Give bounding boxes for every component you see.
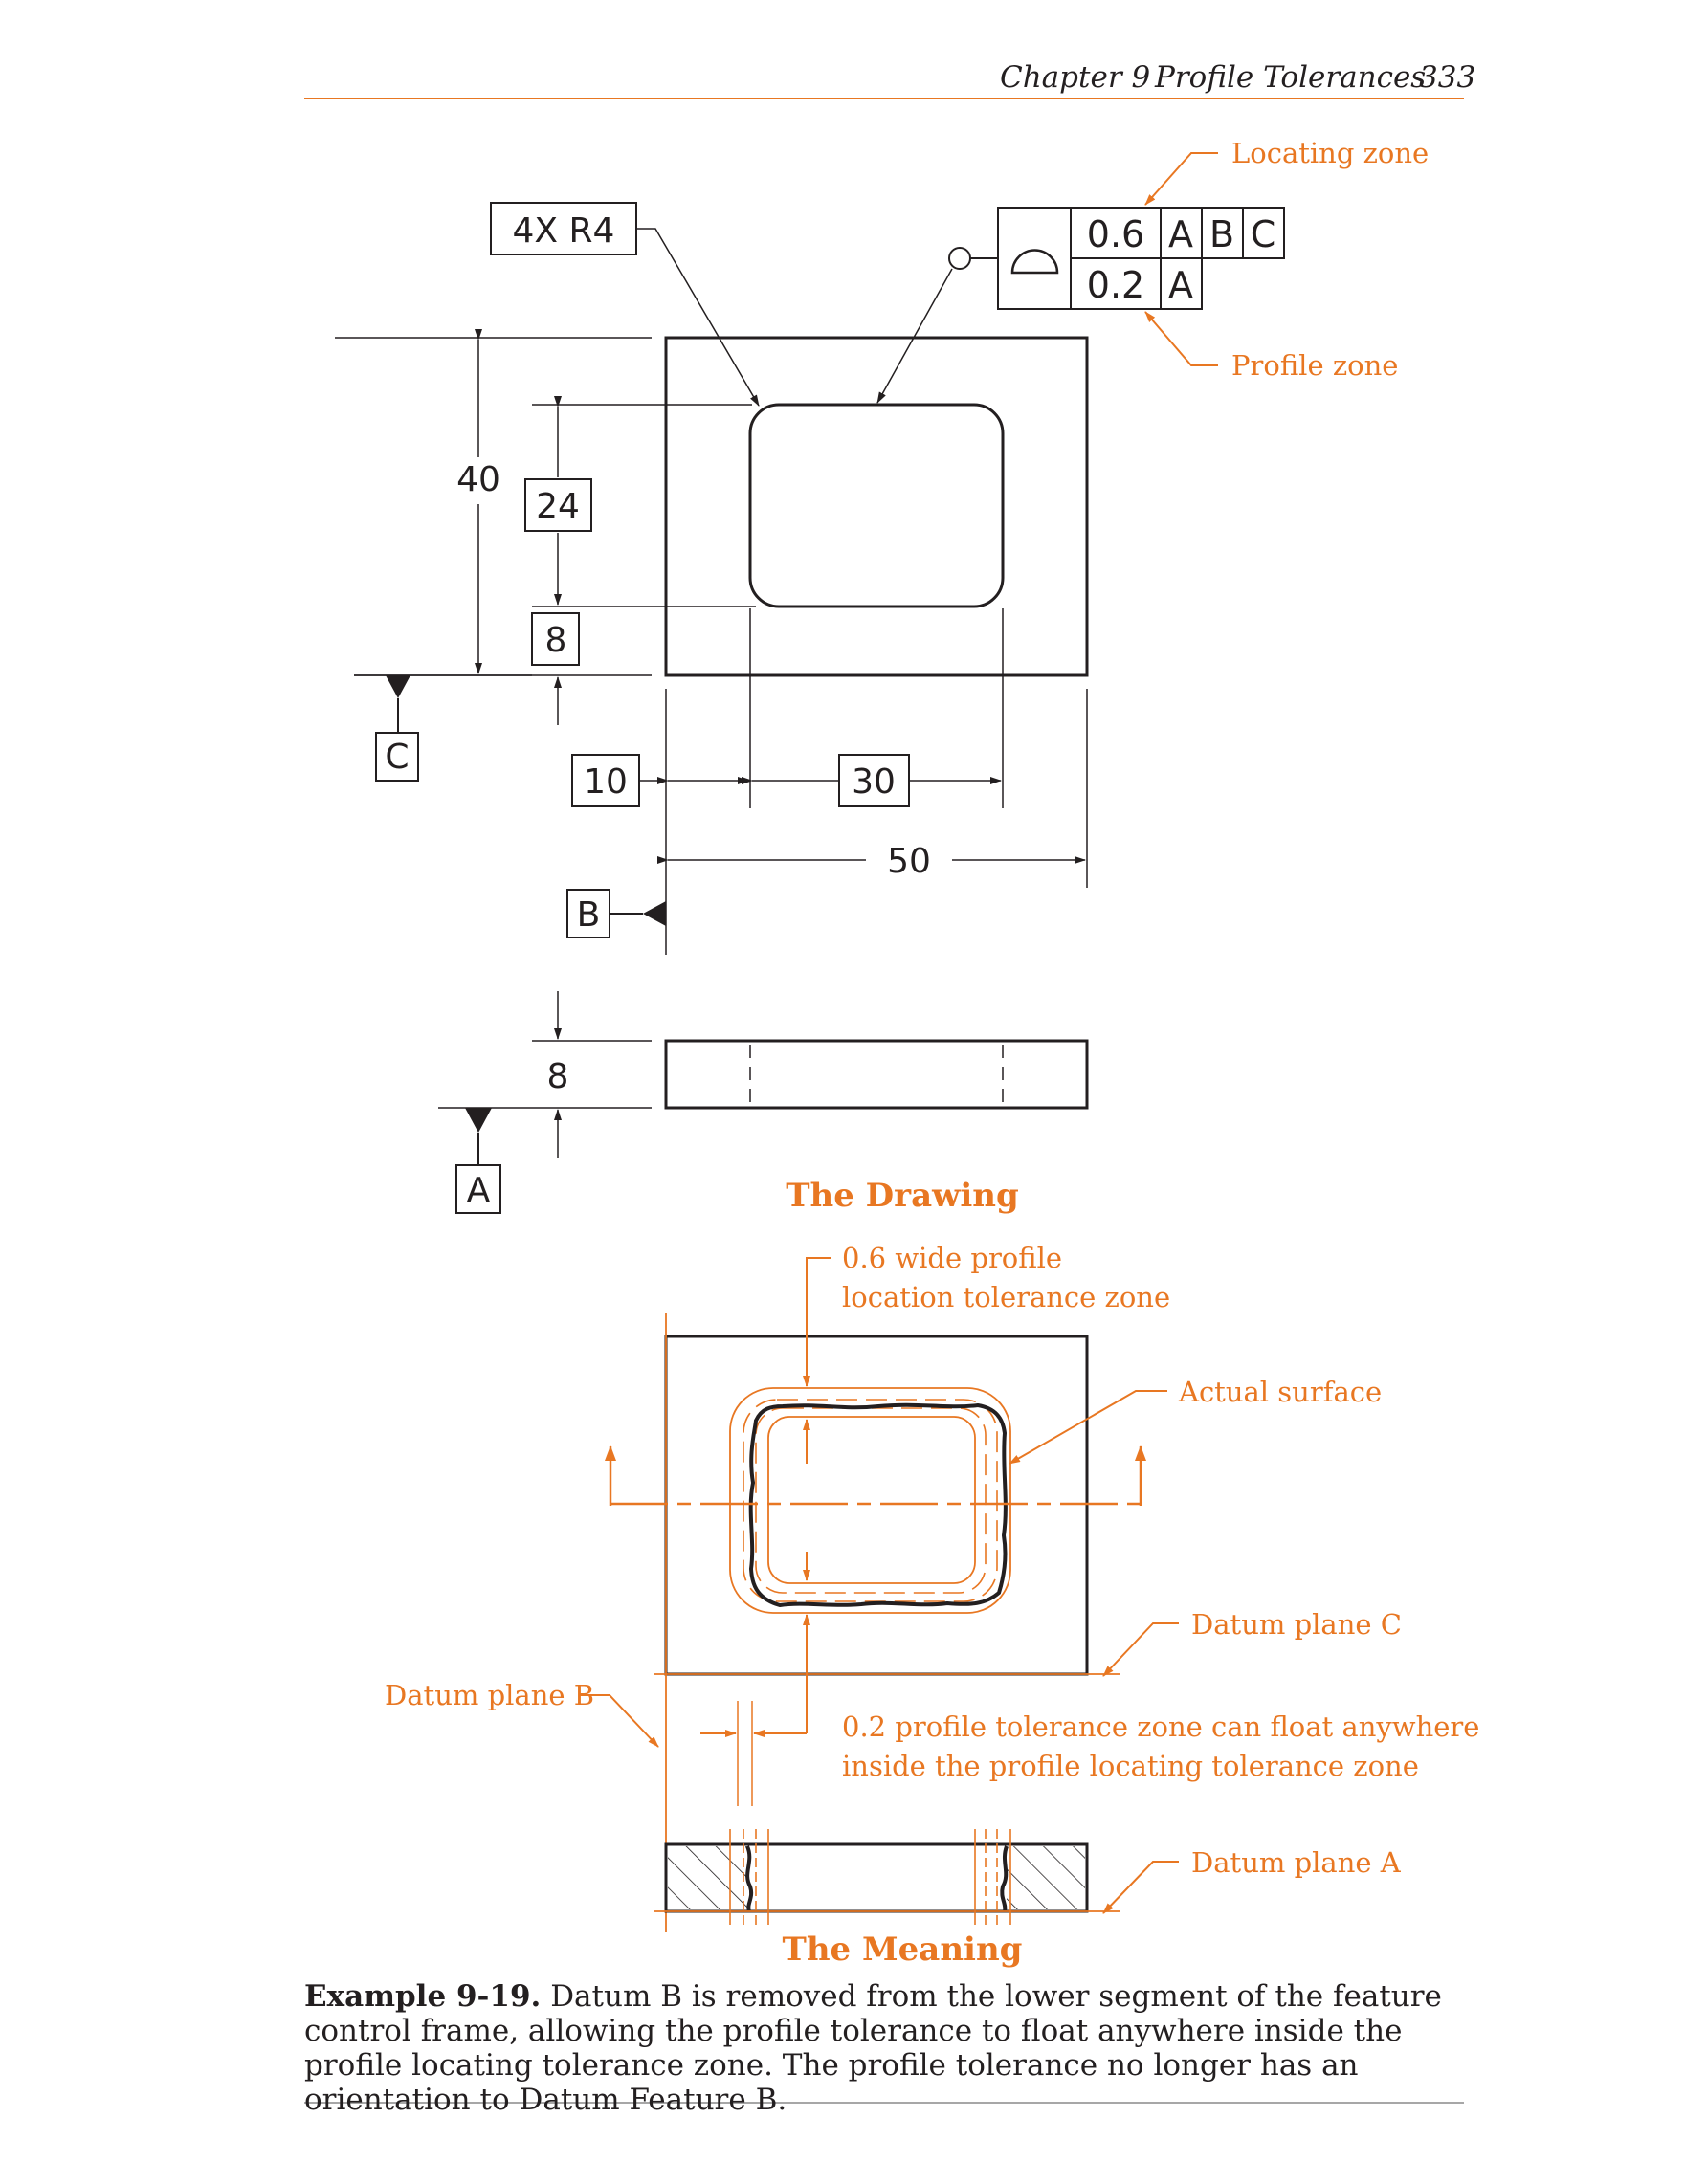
meaning-part-outline (664, 1335, 1089, 1676)
datum-a-label: A (467, 1171, 491, 1210)
profile-surface-icon (1010, 249, 1059, 275)
figure-caption: Example 9-19. Datum B is removed from th… (304, 1979, 1462, 2117)
datum-a-label-meaning: Datum plane A (1191, 1846, 1402, 1879)
radius-note: 4X R4 (513, 211, 615, 251)
float-note-line1: 0.2 profile tolerance zone can float any… (842, 1710, 1479, 1743)
float-note-line2: inside the profile locating tolerance zo… (842, 1750, 1419, 1782)
actual-surface-label: Actual surface (1178, 1376, 1382, 1408)
fcf-callouts: Locating zone Profile zone (1144, 137, 1429, 382)
dim-pocket-width: 30 (852, 762, 896, 802)
section-hatch-left (668, 1846, 747, 1909)
dim-pocket-offset-x: 10 (584, 762, 628, 802)
datum-b-label: B (577, 895, 601, 935)
meaning-section-view: Datum plane A (654, 1829, 1402, 1925)
datum-triangle (386, 675, 410, 698)
datum-triangle (643, 901, 666, 926)
fcf-row1-datum-a: A (1168, 213, 1193, 255)
drawing-top-view: 40 24 8 C 10 30 50 B (335, 202, 1089, 955)
page-header: Chapter 9 Profile Tolerances 333 (304, 60, 1475, 99)
dim-thickness: 8 (547, 1057, 569, 1096)
dim-pocket-height: 24 (536, 487, 580, 526)
profile-zone-dashed (743, 1399, 998, 1602)
profile-zone-dashed (755, 1407, 987, 1594)
meaning-title: The Meaning (783, 1930, 1023, 1969)
datum-c-label: C (385, 738, 409, 777)
profile-zone-label: Profile zone (1231, 349, 1398, 382)
feature-control-frame: 0.6 A B C 0.2 A (997, 207, 1285, 310)
datum-a-box (455, 1164, 501, 1214)
basic-dim-box (531, 612, 580, 666)
dim-overall-height: 40 (456, 460, 500, 499)
fcf-row2-datum-a: A (1168, 264, 1193, 306)
basic-dim-box (524, 478, 592, 532)
radius-leader (636, 228, 760, 407)
part-outline (664, 336, 1089, 677)
section-title: Profile Tolerances (1154, 60, 1426, 95)
meaning-top-view (605, 1335, 1146, 1733)
pocket-outline (748, 403, 1005, 608)
location-zone-inner (767, 1416, 976, 1584)
datum-c-label-meaning: Datum plane C (1191, 1608, 1402, 1641)
all-around-circle (948, 247, 971, 270)
caption-text: Datum B is removed from the lower segmen… (304, 1979, 1442, 2117)
fcf-row1-datum-b: B (1209, 213, 1234, 255)
drawing-side-view: 8 A (438, 991, 1089, 1214)
fcf-row2-tolerance: 0.2 (1087, 264, 1144, 306)
datum-b-label-meaning: Datum plane B (385, 1679, 594, 1711)
chapter-label: Chapter 9 (1000, 60, 1150, 95)
locating-zone-label: Locating zone (1231, 137, 1429, 169)
caption-label: Example 9-19. (304, 1979, 542, 2014)
profile-leader (876, 268, 953, 404)
section-hatch-right (1007, 1846, 1085, 1909)
location-zone-outer (729, 1387, 1011, 1614)
datum-triangle (465, 1108, 492, 1133)
side-outline (664, 1039, 1089, 1110)
actual-surface-path (748, 1402, 1008, 1608)
drawing-title: The Drawing (786, 1177, 1019, 1215)
fcf-row1-tolerance: 0.6 (1087, 213, 1144, 255)
dim-overall-width: 50 (887, 842, 931, 881)
dim-pocket-offset-y: 8 (545, 621, 567, 660)
zone-label-line2: location tolerance zone (842, 1281, 1170, 1313)
fcf-row1-datum-c: C (1251, 213, 1276, 255)
page-number: 333 (1419, 60, 1475, 95)
zone-label-line1: 0.6 wide profile (842, 1242, 1062, 1274)
datum-c-box (375, 732, 419, 782)
meaning-annotations: 0.6 wide profile location tolerance zone… (385, 1242, 1479, 1932)
